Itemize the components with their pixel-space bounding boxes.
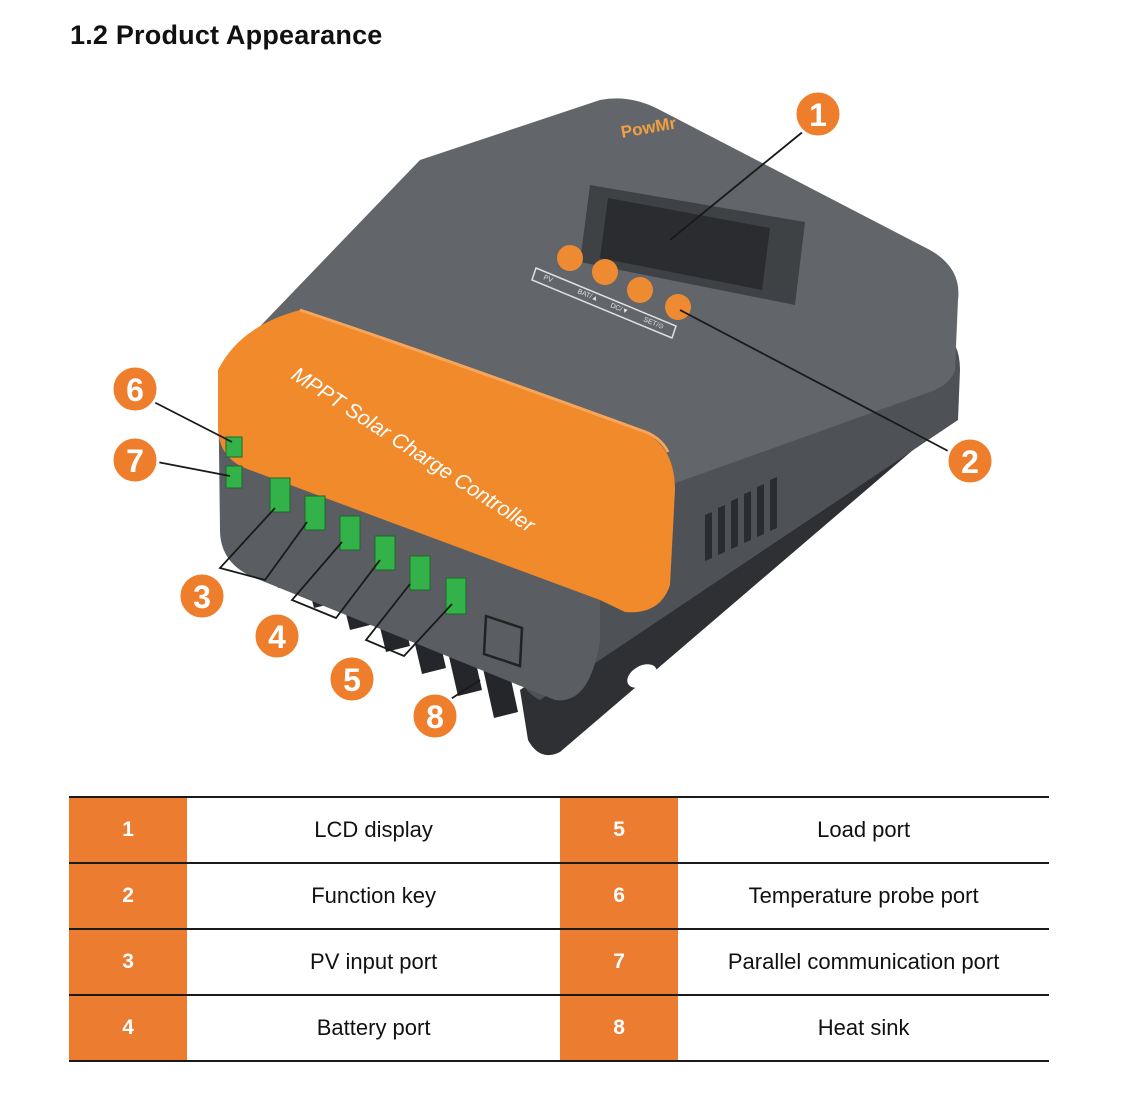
lcd-display[interactable]: [600, 198, 770, 290]
mount-hole: [627, 664, 657, 688]
svg-text:6: 6: [126, 372, 144, 408]
load-terminal[interactable]: [445, 577, 467, 615]
part-name: PV input port: [187, 928, 560, 996]
usb-port[interactable]: [482, 614, 524, 668]
part-number: 6: [559, 862, 679, 930]
svg-text:8: 8: [426, 699, 444, 735]
svg-text:5: 5: [343, 662, 361, 698]
part-number: 3: [69, 928, 188, 996]
key-label: PV: [542, 274, 554, 284]
part-name: Load port: [678, 796, 1049, 864]
callout-badge-8: 8: [410, 691, 460, 741]
table-row: 2 Function key 6 Temperature probe port: [69, 862, 1049, 930]
pv-terminal[interactable]: [269, 477, 291, 513]
callout-badge-7: 7: [110, 435, 160, 485]
callout-badge-2: 2: [945, 436, 995, 486]
svg-text:1: 1: [809, 97, 827, 133]
side-vents: [705, 477, 777, 561]
part-name: Function key: [187, 862, 560, 930]
part-name: Heat sink: [678, 994, 1049, 1062]
function-key-set[interactable]: [665, 294, 691, 320]
svg-text:2: 2: [961, 444, 979, 480]
section-heading: 1.2 Product Appearance: [70, 20, 383, 50]
terminal-ports: [269, 477, 524, 668]
part-number: 1: [69, 796, 188, 864]
callout-badge-1: 1: [793, 89, 843, 139]
callout-badge-6: 6: [110, 364, 160, 414]
part-name: Parallel communication port: [678, 928, 1049, 996]
callouts: 1 2 3 4 5 6 7 8: [110, 89, 995, 741]
part-name: Temperature probe port: [678, 862, 1049, 930]
part-number: 2: [69, 862, 188, 930]
battery-terminal[interactable]: [374, 535, 396, 571]
temperature-probe-port[interactable]: [225, 436, 243, 458]
product-figure: MPPT Solar Charge Controller PowMr PV BA…: [0, 80, 1122, 770]
function-key-dc[interactable]: [627, 277, 653, 303]
part-number: 8: [559, 994, 679, 1062]
svg-text:7: 7: [126, 443, 144, 479]
device-illustration: MPPT Solar Charge Controller PowMr PV BA…: [218, 98, 960, 756]
part-name: LCD display: [187, 796, 560, 864]
parts-legend-table: 1 LCD display 5 Load port 2 Function key…: [69, 796, 1049, 1062]
svg-text:4: 4: [268, 619, 286, 655]
part-name: Battery port: [187, 994, 560, 1062]
orange-cover: [218, 310, 675, 613]
part-number: 5: [559, 796, 679, 864]
function-key-bat[interactable]: [592, 259, 618, 285]
callout-badge-5: 5: [327, 654, 377, 704]
parallel-communication-port[interactable]: [225, 465, 243, 489]
battery-terminal[interactable]: [339, 515, 361, 551]
svg-text:3: 3: [193, 579, 211, 615]
callout-badge-3: 3: [177, 571, 227, 621]
part-number: 7: [559, 928, 679, 996]
pv-terminal[interactable]: [304, 495, 326, 531]
key-label-strip: [531, 266, 677, 340]
load-terminal[interactable]: [409, 555, 431, 591]
leader-lines: [149, 129, 951, 707]
callout-badge-4: 4: [252, 611, 302, 661]
table-row: 4 Battery port 8 Heat sink: [69, 994, 1049, 1062]
function-key-pv[interactable]: [557, 245, 583, 271]
part-number: 4: [69, 994, 188, 1062]
table-row: 1 LCD display 5 Load port: [69, 796, 1049, 864]
table-row: 3 PV input port 7 Parallel communication…: [69, 928, 1049, 996]
